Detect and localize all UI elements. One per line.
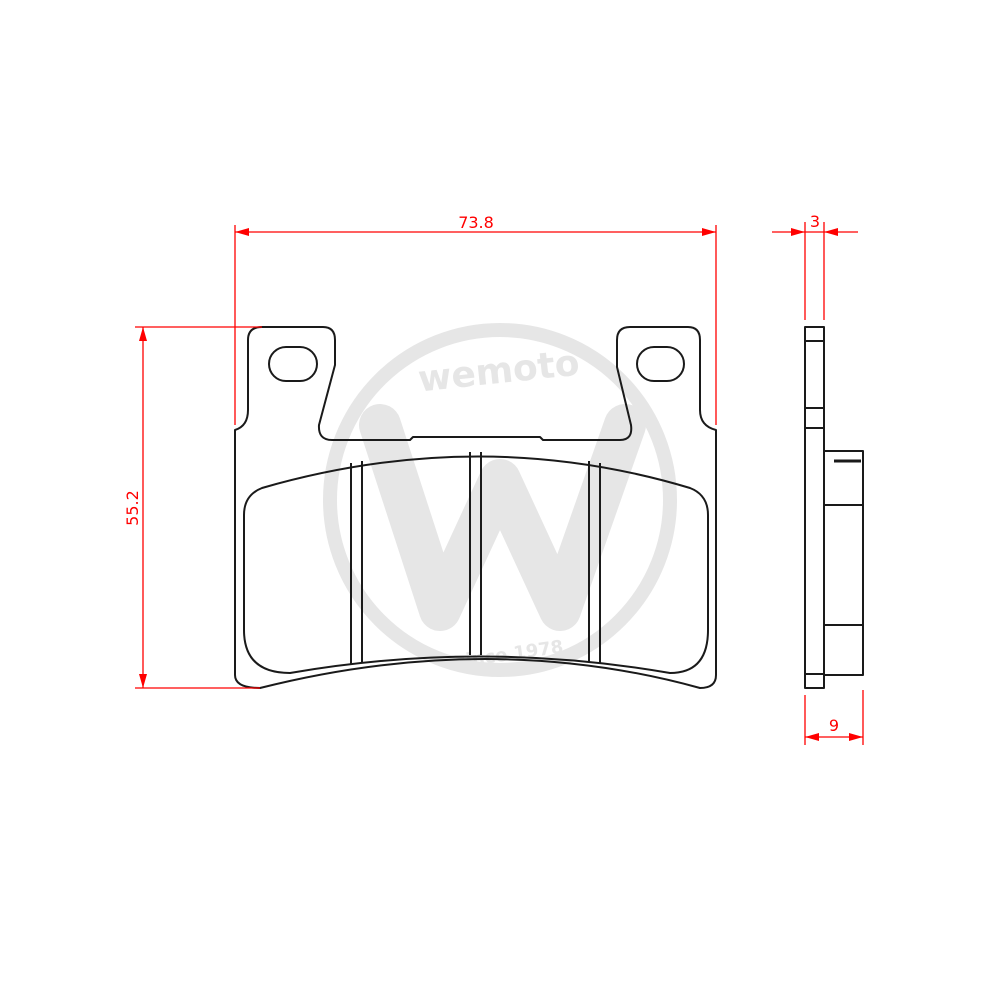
watermark-w-logo-icon (359, 404, 646, 631)
backing-thickness-label: 3 (810, 212, 820, 231)
wemoto-watermark: wemoto since 1978 (323, 323, 677, 677)
side-pad-lines (824, 504, 863, 626)
mounting-hole-left (268, 346, 318, 382)
mounting-hole-right (636, 346, 685, 382)
side-plate-lines (805, 340, 824, 675)
side-view (804, 326, 864, 689)
watermark-brand: wemoto (416, 343, 581, 401)
dimension-height: 55.2 (123, 326, 262, 689)
watermark-ring (323, 323, 677, 677)
pad-slots (350, 452, 601, 664)
slot-left (350, 461, 363, 664)
total-thickness-label: 9 (829, 716, 839, 735)
dimension-width: 73.8 (234, 213, 717, 425)
slot-center (469, 452, 482, 655)
friction-pad-outline (243, 455, 709, 674)
side-friction-pad (823, 450, 864, 676)
side-backing-plate (804, 326, 825, 689)
height-label: 55.2 (123, 490, 142, 526)
backing-plate-outline (234, 326, 717, 689)
width-label: 73.8 (458, 213, 494, 232)
dimension-total-thickness: 9 (804, 690, 864, 745)
front-view (234, 326, 717, 689)
dimension-backing-thickness: 3 (772, 212, 858, 320)
slot-right (588, 461, 601, 664)
